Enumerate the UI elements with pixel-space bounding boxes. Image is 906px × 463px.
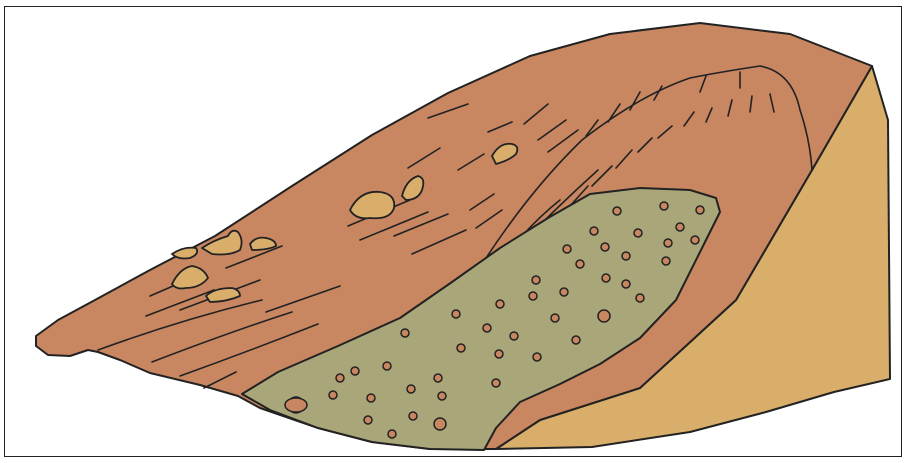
clast bbox=[434, 418, 446, 430]
clast bbox=[676, 223, 684, 231]
clast bbox=[496, 300, 504, 308]
clast bbox=[434, 374, 442, 382]
clast bbox=[613, 207, 621, 215]
clast bbox=[576, 260, 584, 268]
clast bbox=[457, 344, 465, 352]
clast bbox=[572, 336, 580, 344]
clast bbox=[383, 362, 391, 370]
clast bbox=[636, 294, 644, 302]
clast bbox=[598, 310, 610, 322]
clast bbox=[407, 385, 415, 393]
clast bbox=[622, 280, 630, 288]
clast bbox=[483, 324, 491, 332]
clast bbox=[438, 392, 446, 400]
clast bbox=[409, 412, 417, 420]
clast bbox=[329, 391, 337, 399]
clast bbox=[691, 236, 699, 244]
clast bbox=[388, 430, 396, 438]
clast bbox=[660, 202, 668, 210]
clast bbox=[634, 229, 642, 237]
rock-outcrop bbox=[250, 238, 276, 250]
clast bbox=[285, 398, 307, 412]
clast bbox=[492, 379, 500, 387]
clast bbox=[662, 257, 670, 265]
clast bbox=[351, 367, 359, 375]
clast bbox=[336, 374, 344, 382]
clast bbox=[664, 239, 672, 247]
clast bbox=[601, 243, 609, 251]
clast bbox=[510, 332, 518, 340]
clast bbox=[401, 329, 409, 337]
clast bbox=[533, 353, 541, 361]
clast bbox=[696, 206, 704, 214]
clast bbox=[532, 276, 540, 284]
clast bbox=[622, 252, 630, 260]
clast bbox=[590, 227, 598, 235]
clast bbox=[602, 274, 610, 282]
clast bbox=[367, 394, 375, 402]
clast bbox=[364, 416, 372, 424]
clast bbox=[495, 350, 503, 358]
clast bbox=[529, 292, 537, 300]
clast bbox=[551, 314, 559, 322]
clast bbox=[563, 245, 571, 253]
clast bbox=[560, 288, 568, 296]
clast bbox=[452, 310, 460, 318]
rock-outcrop bbox=[172, 248, 197, 259]
